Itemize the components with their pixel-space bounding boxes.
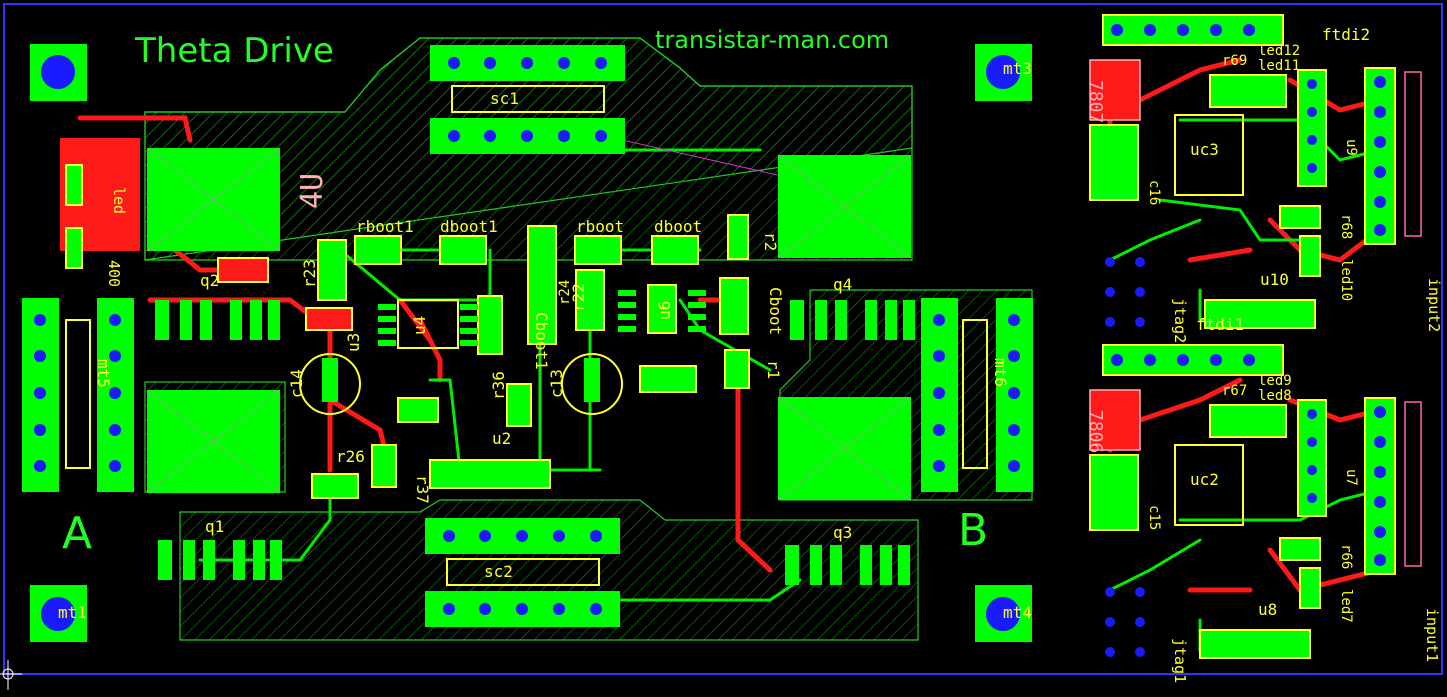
r22-label: r22 [569, 283, 588, 312]
origin-marker [0, 660, 22, 690]
electrolytic-caps [299, 353, 623, 415]
u4-label: u4 [410, 316, 429, 335]
ftdi-module-top [1089, 14, 1422, 329]
q4-label: q4 [833, 275, 852, 294]
ic-leads [378, 290, 706, 346]
input2-label: input2 [1425, 278, 1443, 332]
r23-label: r23 [300, 259, 319, 288]
r400-label: 400 [105, 260, 123, 287]
r1-label: r1 [764, 360, 783, 379]
u3-label: u3 [344, 333, 363, 352]
q1-label: q1 [205, 517, 224, 536]
mt5-label: mt5 [94, 359, 113, 388]
led8-label: led8 [1258, 388, 1292, 404]
r67-label: r67 [1222, 383, 1247, 399]
rboot-label: rboot [576, 217, 624, 236]
ftdi1-label: ftdi1 [1196, 315, 1244, 334]
q2-label: q2 [200, 271, 219, 290]
r69-label: r69 [1222, 53, 1247, 69]
cboot-label: Cboot [766, 287, 785, 335]
sc1-label: sc1 [490, 89, 519, 108]
cap-pads [322, 358, 600, 402]
uc2-label: uc2 [1190, 470, 1219, 489]
c14-label: c14 [287, 369, 306, 398]
u6-label: u6 [655, 301, 674, 320]
mosfet-pads [155, 300, 915, 585]
ftdi2-label: ftdi2 [1322, 25, 1370, 44]
reg7807-label: 7807 [1085, 80, 1106, 123]
r2-label: r2 [761, 232, 780, 251]
r24-label: r24 [557, 280, 573, 305]
phase-a-label: A [62, 508, 92, 559]
jtag2-label: jtag2 [1171, 298, 1189, 343]
dboot1-label: dboot1 [440, 217, 498, 236]
uc3-label: uc3 [1190, 140, 1219, 159]
mt4-label: mt4 [1003, 603, 1032, 622]
u7-label: u7 [1343, 469, 1359, 486]
jtag1-label: jtag1 [1171, 638, 1189, 683]
u2-label: u2 [492, 429, 511, 448]
c15-label: c15 [1146, 505, 1162, 530]
c13-label: c13 [547, 369, 566, 398]
sc2-label: sc2 [484, 562, 513, 581]
reg7806-label: 7806 [1085, 410, 1106, 453]
led-label: led [110, 187, 128, 214]
mt6-label: mt6 [991, 358, 1010, 387]
u9-label: u9 [1343, 139, 1359, 156]
c16-label: c16 [1146, 180, 1162, 205]
terminal-blocks [22, 298, 1033, 492]
u10-label: u10 [1260, 270, 1289, 289]
led7-label: led7 [1338, 589, 1354, 623]
led11-label: led11 [1258, 58, 1300, 74]
board-outline [3, 3, 1443, 675]
airwire [599, 134, 801, 181]
cboot1-label: Cboot1 [532, 312, 551, 370]
r37-label: r37 [413, 475, 432, 504]
phase-b-label: B [958, 505, 988, 556]
r36-label: r36 [489, 371, 508, 400]
rboot1-label: rboot1 [356, 217, 414, 236]
smd-parts [65, 164, 750, 499]
led10-label: led10 [1338, 259, 1354, 301]
site-label: transistar-man.com [655, 26, 889, 54]
sc-headers [425, 45, 625, 627]
mt3-label: mt3 [1003, 59, 1032, 78]
mt1-label: mt1 [58, 603, 87, 622]
mounting-holes [30, 44, 1032, 642]
r26-label: r26 [336, 447, 365, 466]
top-traces [198, 118, 1382, 652]
led12-label: led12 [1258, 43, 1300, 59]
ftdi-module-bottom [1089, 344, 1422, 659]
board-title: Theta Drive [134, 31, 334, 71]
r66-label: r66 [1338, 544, 1354, 569]
u8-label: u8 [1258, 600, 1277, 619]
q3-label: q3 [833, 523, 852, 542]
r68-label: r68 [1338, 214, 1354, 239]
dboot-label: dboot [654, 217, 702, 236]
input1-label: input1 [1423, 608, 1441, 662]
pink-4u-label: 4U [295, 173, 330, 209]
led9-label: led9 [1258, 373, 1292, 389]
pad-crosses [146, 147, 912, 501]
